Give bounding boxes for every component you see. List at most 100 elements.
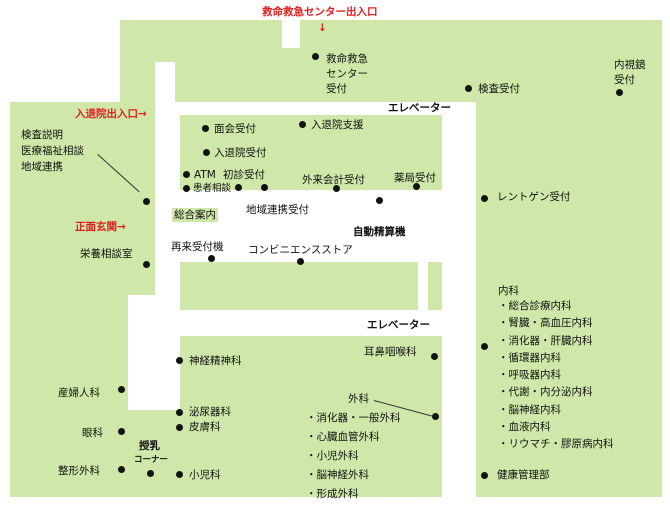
visitor-reception-label: 面会受付 (214, 123, 256, 135)
psychiatry-marker (176, 357, 183, 364)
nutrition-label: 栄養相談室 (80, 248, 133, 260)
exam-reception-marker (465, 85, 472, 92)
atm-marker (183, 171, 190, 178)
emergency-center-marker (312, 53, 319, 60)
exam-reception-label: 検査受付 (478, 83, 520, 95)
urology-label: 泌尿器科 (189, 406, 231, 418)
ophthalmology-marker (118, 428, 125, 435)
internal-item: ・循環器内科 (498, 351, 561, 364)
surgery-marker (432, 413, 439, 420)
nursing-corner-area (128, 410, 172, 497)
health-mgmt-marker (481, 472, 488, 479)
endoscopy-line-1: 内視鏡 (614, 59, 646, 71)
admission-entrance-label: 入退院出入口→ (75, 108, 147, 120)
internal-medicine-area (476, 212, 662, 497)
regional-reception-label: 地域連携受付 (246, 204, 309, 216)
first-visit-label: 初診受付 (223, 169, 265, 181)
orthopedics-label: 整形外科 (58, 465, 100, 477)
surgery-item: ・小児外科 (306, 450, 359, 462)
admission-support-label: 入退院支援 (311, 119, 364, 131)
floor-areas (10, 20, 662, 497)
pharmacy-label: 薬局受付 (394, 172, 436, 184)
health-mgmt-label: 健康管理部 (497, 469, 550, 481)
internal-medicine-marker (481, 343, 488, 350)
auto-payment-label: 自動精算機 (353, 226, 406, 238)
urology-marker (176, 409, 183, 416)
first-visit-marker-2 (261, 184, 268, 191)
obgyn-label: 産婦人科 (58, 387, 100, 399)
reception-block (180, 115, 442, 190)
outpatient-area (172, 336, 444, 497)
surgery-title: 外科 (348, 393, 369, 405)
internal-item: ・総合診療内科 (498, 300, 572, 312)
left-bottom-area (10, 295, 128, 497)
admission-reception-marker (203, 149, 210, 156)
corridor-right (442, 102, 476, 497)
pediatrics-label: 小児科 (189, 469, 221, 481)
surgery-list: ・消化器・一般外科 ・心臓血管外科 ・小児外科 ・脳神経外科 ・形成外科 (306, 409, 401, 504)
corridor-horizontal (155, 102, 476, 115)
surgery-item: ・脳神経外科 (306, 469, 369, 481)
dermatology-label: 皮膚科 (189, 421, 221, 433)
patient-consultation-marker (183, 185, 190, 192)
emergency-entrance-label: 救命救急センター出入口 (262, 6, 378, 18)
corridors (128, 62, 476, 497)
exam-explanation-block: 検査説明 医療福祉相談 地域連携 (21, 127, 84, 175)
outpatient-billing-label: 外来会計受付 (302, 174, 365, 186)
ophthalmology-label: 眼科 (82, 427, 103, 439)
internal-medicine-title: 内科 (498, 285, 519, 297)
exam-explanation-line-2: 医療福祉相談 (21, 145, 84, 157)
nursing-corner-line-1: 授乳 (139, 440, 160, 452)
first-visit-marker (235, 184, 242, 191)
elevator-upper: エレベーター (388, 102, 451, 114)
exam-explanation-line-1: 検査説明 (21, 129, 63, 141)
nutrition-marker (143, 261, 150, 268)
endoscopy-reception: 内視鏡 受付 (614, 58, 646, 88)
corridor-lower (155, 310, 476, 336)
convenience-store-marker (297, 258, 304, 265)
convenience-store-label: コンビニエンスストア (248, 244, 353, 256)
atm-label: ATM (194, 169, 216, 181)
obgyn-marker (118, 386, 125, 393)
patient-consultation-label: 患者相談 (193, 183, 232, 194)
exam-explanation-marker (143, 198, 150, 205)
emergency-center-line-2: センター (326, 68, 368, 80)
internal-item: ・脳神経内科 (498, 403, 561, 416)
emergency-center-line-3: 受付 (326, 83, 347, 95)
nursing-corner: 授乳 コーナー (134, 439, 168, 467)
left-upper-area (10, 102, 155, 207)
main-entrance-label: 正面玄関→ (75, 221, 126, 233)
convenience-block (178, 262, 418, 310)
pharmacy-marker (413, 183, 420, 190)
internal-item: ・消化器・肝臓内科 (498, 334, 593, 347)
visitor-reception-marker (202, 125, 209, 132)
internal-medicine-list: ・総合診療内科 ・腎臓・高血圧内科 ・消化器・肝臓内科 ・循環器内科 ・呼吸器内… (498, 298, 614, 454)
pediatrics-marker (176, 471, 183, 478)
corridor-bottom-left (128, 295, 172, 410)
revisit-machine-label: 再来受付機 (171, 241, 224, 253)
internal-item: ・リウマチ・膠原病内科 (498, 438, 614, 451)
revisit-machine-marker (208, 255, 215, 262)
left-middle-area (10, 207, 155, 295)
emergency-entrance-arrow: ↓ (318, 22, 327, 34)
nursing-corner-line-2: コーナー (134, 455, 169, 465)
internal-item: ・腎臓・高血圧内科 (498, 317, 593, 330)
surgery-item: ・消化器・一般外科 (306, 412, 401, 424)
corridor-top (155, 62, 175, 102)
small-block (428, 262, 442, 310)
internal-item: ・代謝・内分泌内科 (498, 386, 593, 399)
exam-explanation-line-3: 地域連携 (21, 161, 63, 173)
emergency-center-line-1: 救命救急 (326, 53, 368, 65)
right-area (476, 102, 662, 212)
surgery-item: ・心臓血管外科 (306, 431, 380, 443)
xray-label: レントゲン受付 (497, 191, 571, 203)
elevator-lower: エレベーター (367, 319, 430, 331)
auto-payment-marker (376, 197, 383, 204)
emergency-center-reception: 救命救急 センター 受付 (326, 52, 368, 97)
internal-item: ・呼吸器内科 (498, 369, 561, 382)
internal-item: ・血液内科 (498, 421, 551, 434)
psychiatry-label: 神経精神科 (189, 355, 242, 367)
endoscopy-marker (616, 89, 623, 96)
ent-label: 耳鼻咽喉科 (364, 346, 417, 358)
